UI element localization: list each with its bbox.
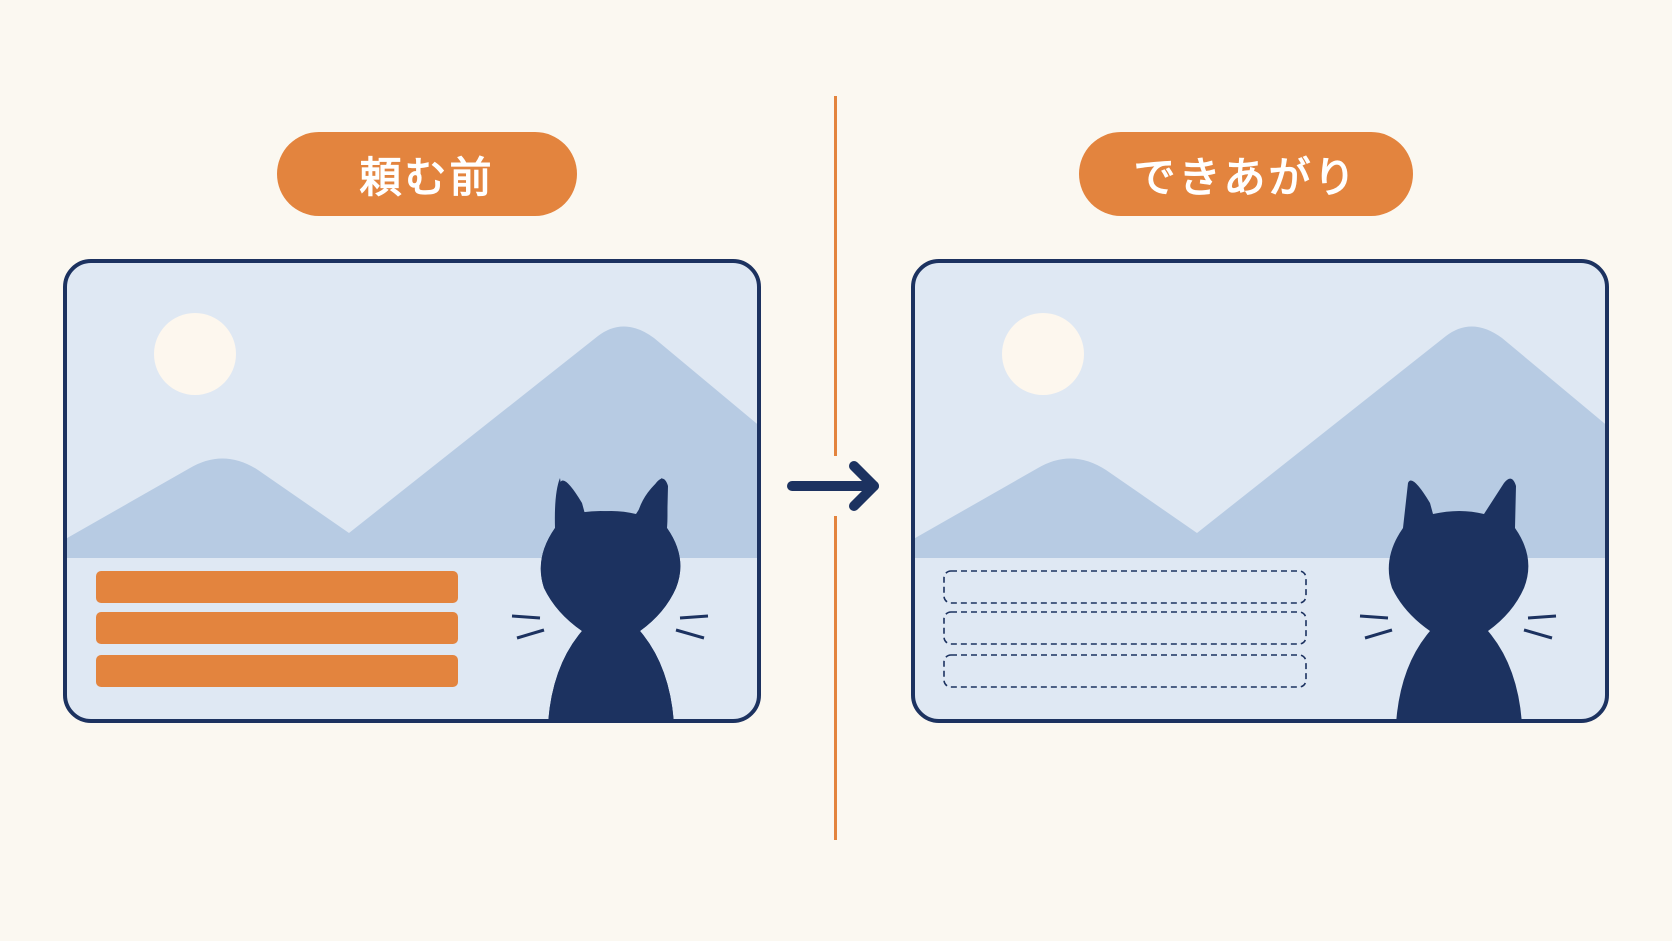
after-scene <box>911 259 1609 723</box>
before-scene <box>63 259 761 723</box>
text-slot <box>943 654 1307 688</box>
card-frame <box>911 259 1609 723</box>
arrow-right-icon <box>787 461 879 511</box>
sun-icon <box>154 313 236 395</box>
before-label: 頼む前 <box>277 132 577 216</box>
after-label: できあがり <box>1079 132 1413 216</box>
sun-icon <box>1002 313 1084 395</box>
cat-silhouette-icon <box>511 478 709 721</box>
text-bar <box>96 655 458 687</box>
text-bar <box>96 612 458 644</box>
text-slot <box>943 570 1307 604</box>
text-bar <box>96 571 458 603</box>
cat-silhouette-icon <box>1359 478 1557 721</box>
text-slot <box>943 611 1307 645</box>
empty-text-slots <box>943 570 1307 688</box>
card-frame <box>63 259 761 723</box>
text-bars <box>96 571 458 687</box>
